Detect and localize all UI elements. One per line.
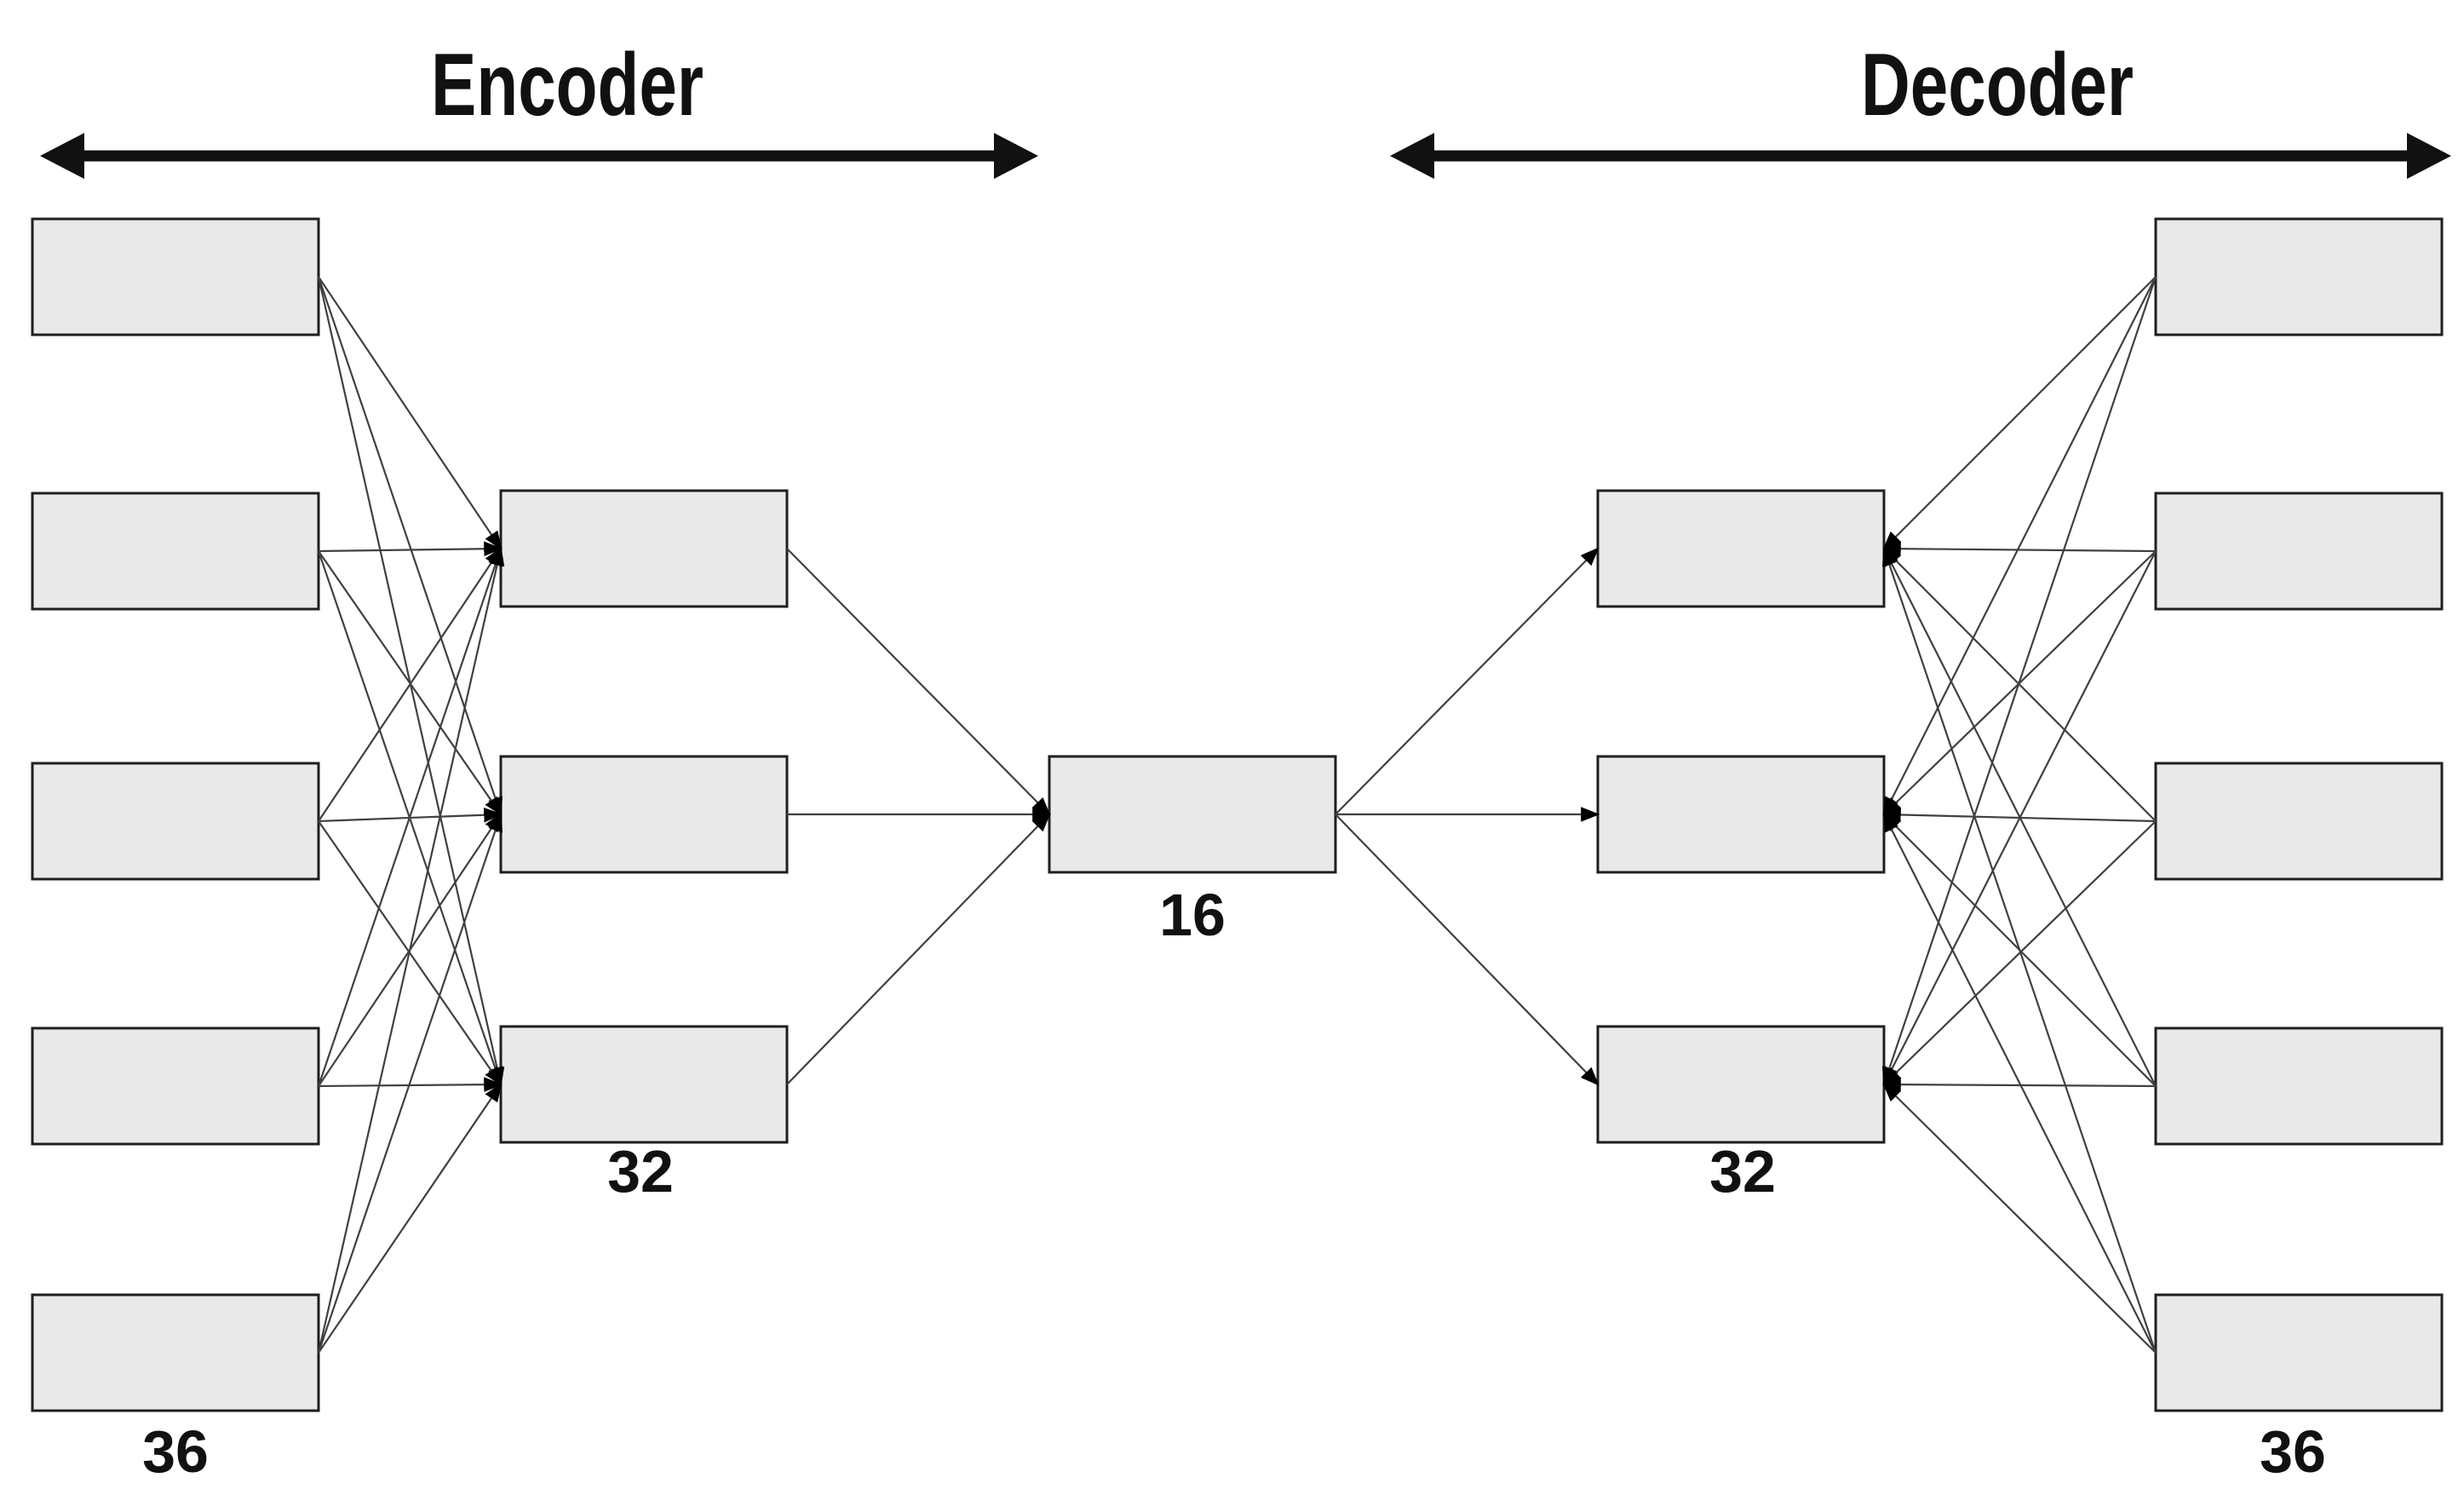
decoder-hidden-size-label: 32 [1709,1138,1776,1205]
input-box-3 [31,762,320,881]
conn-input-4-to-encoder-hidden-1 [317,546,503,1087]
conn-input-3-to-encoder-hidden-1 [318,547,503,822]
encoder-hidden-box-2 [499,755,789,874]
input-size-label: 36 [142,1418,209,1485]
size-labels-group: 36 32 16 32 36 [142,882,2326,1485]
conn-output-5-to-decoder-hidden-3 [1882,1083,2157,1354]
conn-input-1-to-encoder-hidden-1 [318,276,503,550]
conn-encoder-hidden-3-to-bottleneck-1 [786,813,1051,1085]
conn-output-2-to-decoder-hidden-1 [1881,541,2157,556]
conn-input-2-to-encoder-hidden-2 [318,550,503,816]
decoder-span-arrow-left-head-icon [1390,133,1434,179]
encoder-hidden-box-1 [499,489,789,608]
output-box-1 [2154,217,2444,336]
conn-output-5-to-decoder-hidden-1 [1882,546,2157,1354]
output-box-2 [2154,492,2444,611]
output-box-3 [2154,762,2444,881]
encoder-span-arrow-right-head-icon [994,133,1038,179]
output-size-label: 36 [2260,1418,2326,1485]
conn-input-2-to-encoder-hidden-1 [318,541,503,557]
decoder-hidden-box-3 [1596,1025,1886,1144]
decoder-hidden-box-2 [1596,755,1886,874]
conn-input-1-to-encoder-hidden-3 [317,276,505,1087]
encoder-title: Encoder [431,36,704,135]
conn-input-5-to-encoder-hidden-3 [318,1083,503,1354]
conn-output-1-to-decoder-hidden-3 [1881,276,2157,1087]
conn-output-4-to-decoder-hidden-1 [1883,547,2157,1087]
input-box-4 [31,1026,320,1146]
conn-output-3-to-decoder-hidden-1 [1882,547,2157,822]
connections-group [317,276,2157,1354]
conn-bottleneck-1-to-decoder-hidden-3 [1335,814,1600,1086]
section-titles-group: Encoder Decoder [431,36,2134,135]
encoder-hidden-size-label: 32 [607,1138,674,1205]
conn-input-5-to-encoder-hidden-2 [317,812,503,1354]
conn-bottleneck-1-to-decoder-hidden-1 [1335,547,1600,815]
bottleneck-box-1 [1048,755,1337,874]
input-box-1 [31,217,320,336]
span-arrows-group [40,133,2451,179]
encoder-span-arrow-left-head-icon [40,133,84,179]
bottleneck-size-label: 16 [1159,882,1226,948]
conn-output-1-to-decoder-hidden-2 [1883,276,2157,816]
conn-output-2-to-decoder-hidden-2 [1882,550,2157,816]
conn-input-5-to-encoder-hidden-1 [317,546,505,1354]
input-box-2 [31,492,320,611]
decoder-hidden-box-1 [1596,489,1886,608]
encoder-hidden-box-3 [499,1025,789,1144]
conn-output-1-to-decoder-hidden-1 [1882,276,2157,550]
decoder-span-arrow-right-head-icon [2407,133,2451,179]
conn-output-5-to-decoder-hidden-2 [1883,813,2157,1354]
conn-input-1-to-encoder-hidden-2 [317,276,503,817]
conn-encoder-hidden-1-to-bottleneck-1 [786,548,1051,816]
decoder-title: Decoder [1861,36,2134,135]
layer-boxes-group [31,217,2444,1412]
output-box-4 [2154,1026,2444,1146]
input-box-5 [31,1293,320,1412]
output-box-5 [2154,1293,2444,1412]
